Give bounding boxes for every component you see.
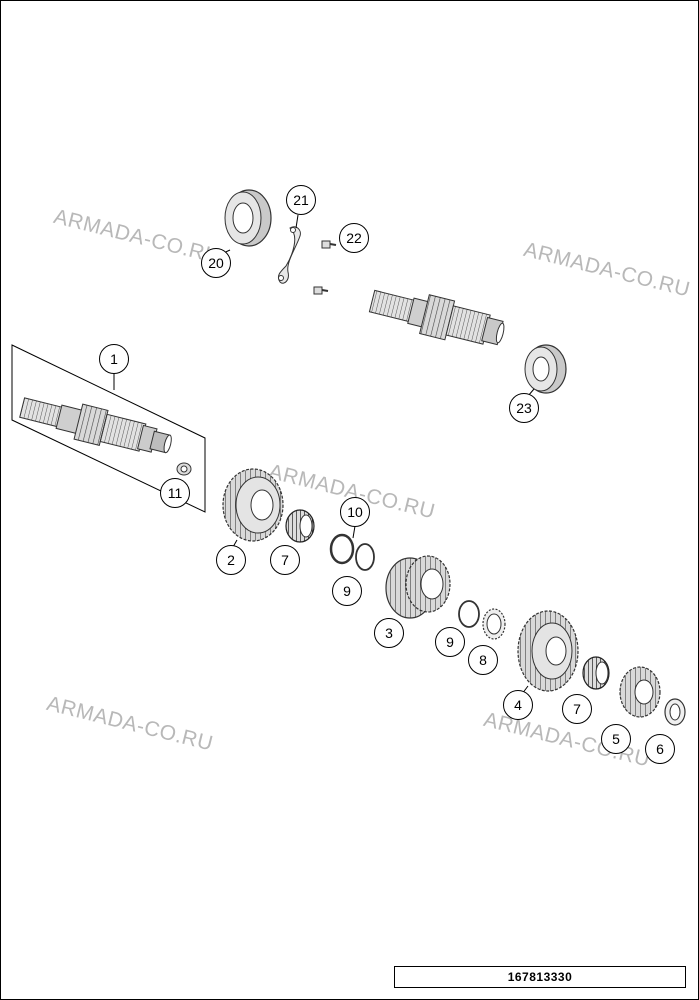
gear-wheel-2 [222,468,284,542]
callout-8: 8 [468,645,498,675]
callout-6: 6 [645,734,675,764]
main-shaft [19,397,172,454]
gear-wheel-5 [619,666,661,718]
callout-1: 1 [99,344,129,374]
callout-22: 22 [339,223,369,253]
circlip-and-washer [458,600,506,640]
callout-3: 3 [374,618,404,648]
callout-9: 9 [332,576,362,606]
callout-21: 21 [286,185,316,215]
needle-bearing [582,656,610,690]
small-bushing [176,462,192,476]
screw [313,240,337,295]
callout-7: 7 [270,545,300,575]
callout-5: 5 [601,724,631,754]
callout-2: 2 [216,545,246,575]
gear-wheel-4 [517,610,579,692]
thrust-washer [664,698,686,726]
ball-bearing-lower [524,344,567,394]
gear-wheel-3 [385,555,451,619]
callout-20: 20 [201,248,231,278]
callout-9: 9 [435,627,465,657]
part-number-label: 167813330 [394,966,686,988]
callout-4: 4 [503,690,533,720]
retaining-bracket [277,226,301,284]
callout-11: 11 [160,478,190,508]
callout-23: 23 [509,393,539,423]
countershaft [368,289,505,346]
ball-bearing-upper [224,189,272,247]
callout-7: 7 [562,694,592,724]
needle-bearing [285,509,315,543]
callout-10: 10 [340,497,370,527]
circlip-and-washer [329,533,375,571]
assembly-group-outline [11,344,206,513]
